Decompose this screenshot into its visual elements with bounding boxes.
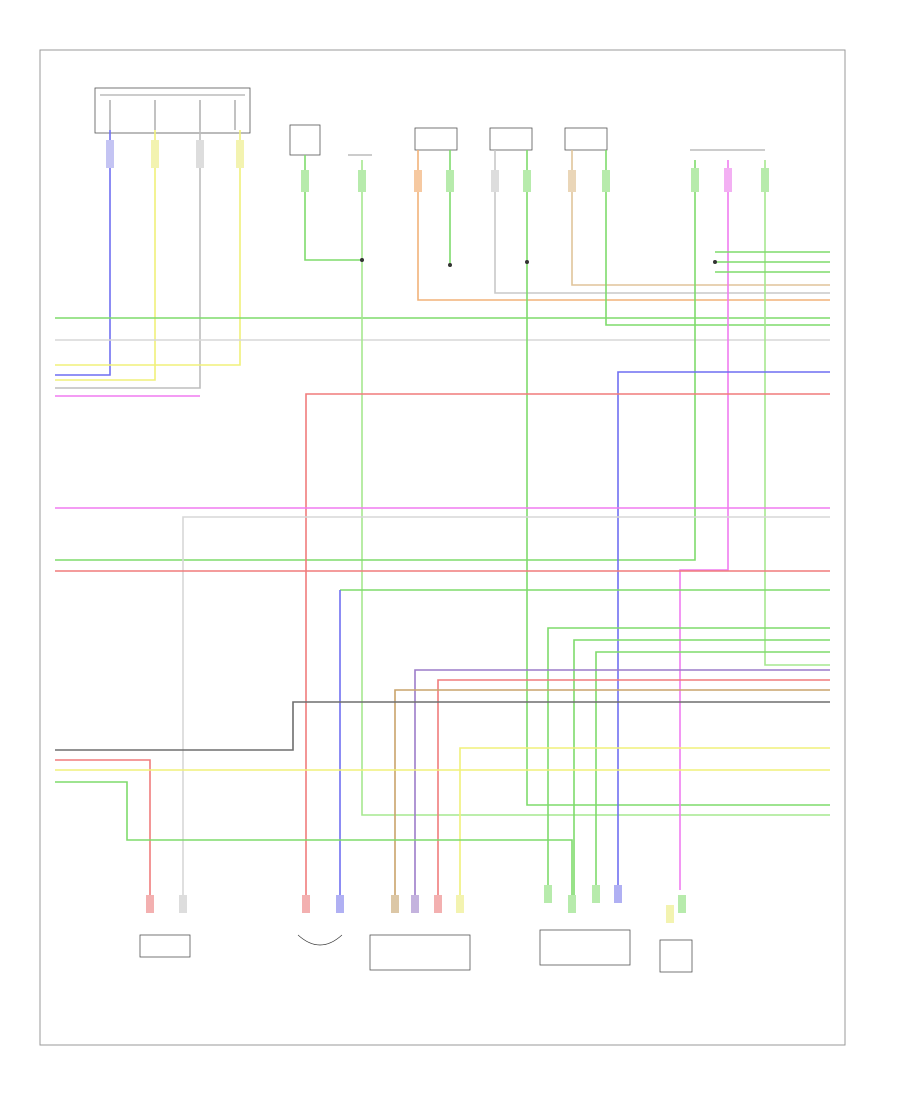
wire-green-3 (361, 160, 830, 816)
wire-red-4 (55, 759, 151, 895)
pin (446, 170, 454, 192)
wire-red-1 (305, 393, 830, 895)
pin (179, 895, 187, 913)
wire-orange-1 (417, 150, 830, 301)
component-c6 (564, 127, 608, 151)
component-c9 (139, 934, 191, 958)
splice-dot (525, 260, 529, 264)
wire-blue-2 (617, 371, 830, 895)
wire-green-7 (55, 160, 696, 561)
pin (614, 885, 622, 903)
splice-dot (360, 258, 364, 262)
diagram-frame (39, 49, 846, 1046)
pin (414, 170, 422, 192)
pin (434, 895, 442, 913)
component-c2 (289, 124, 321, 156)
pin (358, 170, 366, 192)
pin (106, 140, 114, 168)
wire-green-5 (526, 150, 830, 806)
pin (523, 170, 531, 192)
wire-gray-3 (182, 516, 830, 895)
wire-green-16 (55, 781, 573, 895)
wire-dark-gray (55, 701, 830, 751)
pin (236, 140, 244, 168)
pin (196, 140, 204, 168)
pin (151, 140, 159, 168)
pin (666, 905, 674, 923)
pin (761, 168, 769, 192)
pin (568, 895, 576, 913)
pin (544, 885, 552, 903)
wire-green-8 (764, 160, 830, 666)
pin (724, 168, 732, 192)
pin (678, 895, 686, 913)
wire-gray-1 (55, 130, 201, 389)
component-c11 (369, 934, 471, 971)
splice-dot (448, 263, 452, 267)
component-c5 (489, 127, 533, 151)
bottom-pins (146, 885, 686, 923)
top-pins (106, 140, 769, 192)
wire-violet-1 (414, 669, 830, 895)
pin (146, 895, 154, 913)
pin (691, 168, 699, 192)
wire-yellow-4 (459, 747, 830, 895)
wires (55, 130, 830, 895)
pin (592, 885, 600, 903)
wire-pink-2 (679, 160, 729, 890)
wire-gray-2 (494, 150, 830, 294)
wire-green-15 (595, 651, 830, 895)
wire-brown-2 (394, 689, 830, 895)
pin (456, 895, 464, 913)
component-c1 (94, 87, 251, 134)
wire-brown-1 (571, 150, 830, 286)
pin (336, 895, 344, 913)
wire-green-2 (304, 155, 362, 261)
wire-green-13 (547, 627, 830, 895)
component-c10 (297, 934, 343, 946)
pin (568, 170, 576, 192)
pin (602, 170, 610, 192)
pin (302, 895, 310, 913)
pin (491, 170, 499, 192)
wire-yellow-2 (55, 130, 241, 366)
wire-green-6 (605, 150, 830, 326)
pin (301, 170, 309, 192)
splices (360, 258, 717, 267)
wire-yellow-1 (55, 130, 156, 381)
pin (391, 895, 399, 913)
splice-dot (713, 260, 717, 264)
wire-blue (55, 130, 111, 376)
pin (411, 895, 419, 913)
component-c12 (539, 929, 693, 973)
wire-red-3 (437, 679, 830, 895)
wire-green-14 (573, 639, 830, 895)
component-c4 (414, 127, 458, 151)
